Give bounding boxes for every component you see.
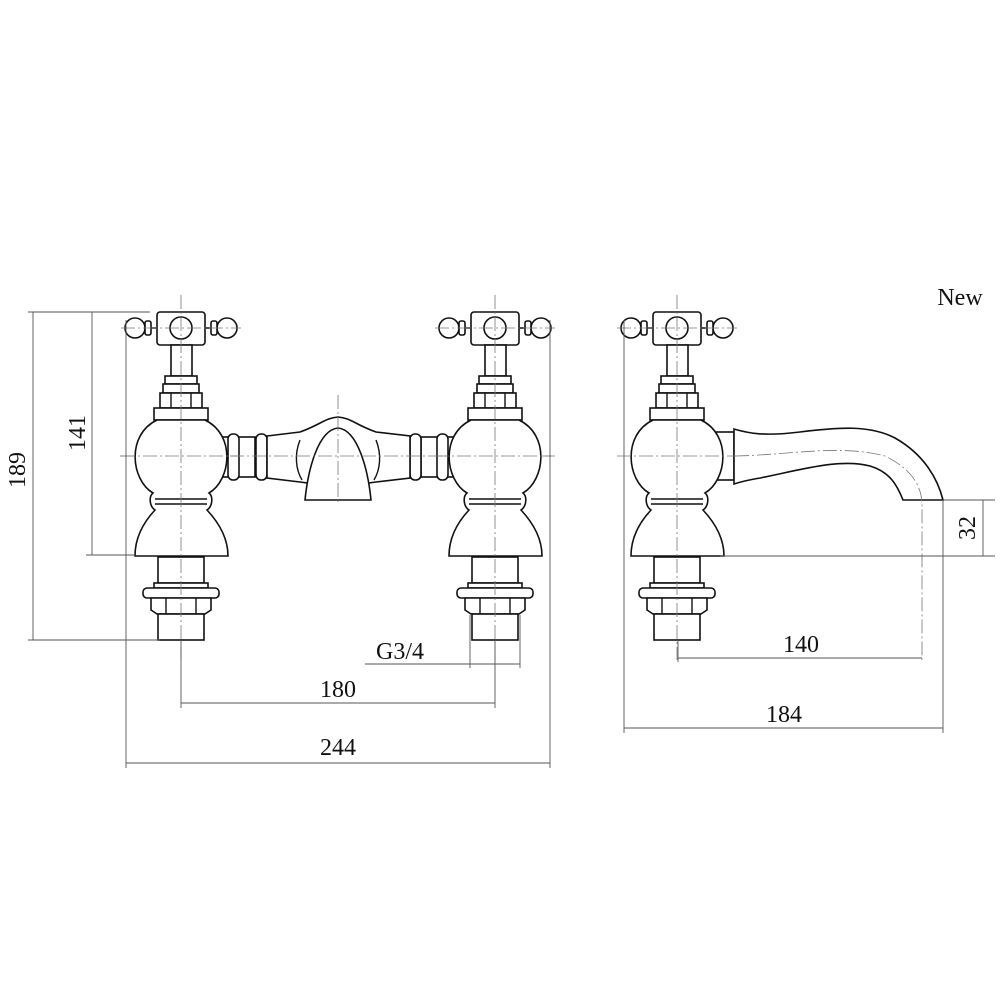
left-tap <box>120 294 242 661</box>
dim-body-height: 141 <box>65 415 91 451</box>
spout <box>711 427 945 660</box>
dim-spout-clearance: 32 <box>955 516 981 540</box>
front-view <box>120 294 556 661</box>
side-view <box>616 294 945 661</box>
dim-thread: G3/4 <box>376 639 424 665</box>
side-tap <box>616 294 738 661</box>
dim-overall-depth: 184 <box>766 702 802 728</box>
dimensions: 189 141 32 G3/4 180 244 140 184 <box>5 311 995 768</box>
dim-overall-width: 244 <box>320 735 356 761</box>
dim-overall-height: 189 <box>5 452 31 488</box>
right-tap <box>434 294 556 661</box>
new-label: New <box>937 285 983 311</box>
dim-centres: 180 <box>320 677 356 703</box>
dim-spout-projection: 140 <box>783 632 819 658</box>
